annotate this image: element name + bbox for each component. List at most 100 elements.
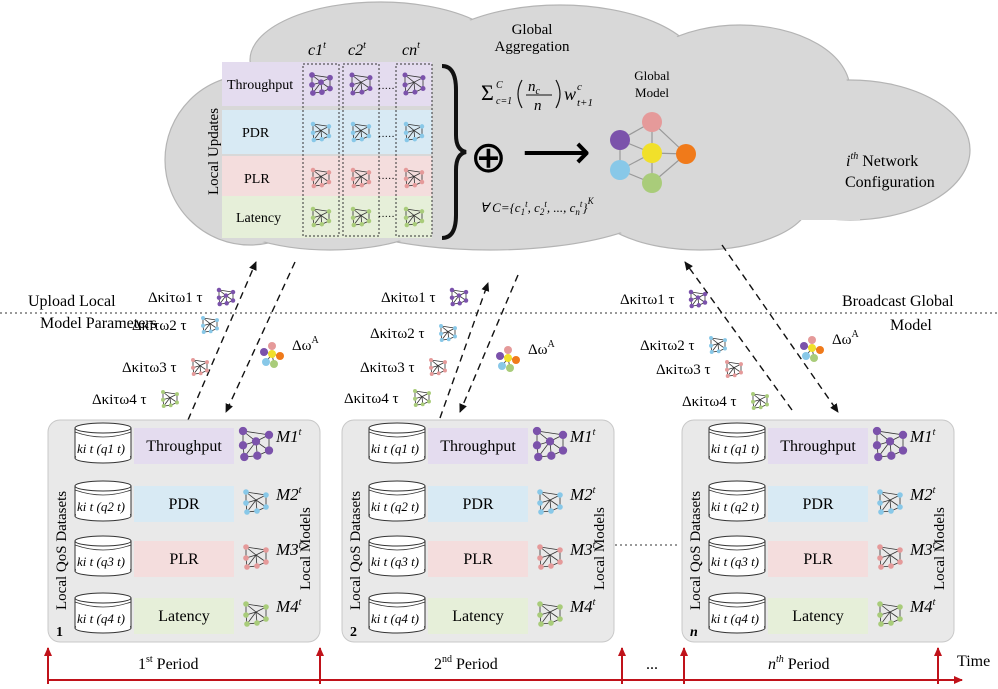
cloud-net-r4-c3-node — [403, 215, 409, 221]
local-model-net-2-node — [557, 504, 563, 510]
formula-w-sub: t+1 — [577, 97, 593, 109]
local-model-net-1-node — [532, 426, 542, 436]
delta-net-3-4-node — [751, 399, 755, 404]
cloud-net-r4-c1-node — [326, 218, 332, 224]
dataset-cylinder-3: ki t (q3 t) — [368, 535, 426, 577]
delta-net-2-4-node — [420, 402, 425, 407]
dataset-cylinder-1: ki t (q1 t) — [708, 422, 766, 464]
cloud-net-r1-c1-node — [309, 82, 315, 88]
time-label: Time — [957, 653, 990, 670]
client-c2-header: c2t — [348, 40, 366, 59]
cloud-net-r4-c2-node — [366, 209, 372, 214]
cloud-net-r4-c1-node — [311, 222, 317, 228]
delta-net-3-1-node — [696, 303, 701, 308]
dataset-cylinder-2: ki t (q2 t) — [708, 480, 766, 522]
local-model-net-2-node — [243, 489, 249, 495]
cloud-net-r3-c2 — [350, 167, 372, 189]
local-model-net-4-node — [537, 612, 543, 618]
delta-net-3-2-node — [723, 338, 727, 343]
cloud-net-r2-c1 — [310, 121, 332, 143]
delta-net-2-1-node — [463, 298, 469, 303]
cloud-ellipsis-1: ····· — [378, 84, 395, 95]
dataset-cylinder-2: ki t (q2 t) — [368, 480, 426, 522]
cloud-net-r2-c2-node — [350, 121, 356, 127]
local-model-net-3-node — [243, 555, 249, 561]
local-model-net-3-node — [244, 564, 250, 570]
local-model-net-4-node — [877, 601, 883, 607]
delta-net-1-4-node — [175, 392, 179, 397]
client-headers: c1t c2t cnt — [308, 40, 420, 59]
cloud-net-r2-c3-node — [403, 130, 409, 136]
delta-net-3-3-node — [732, 373, 737, 378]
model-label-2: M2t — [569, 485, 596, 504]
cloud-net-r2-c3-node — [403, 121, 409, 127]
delta-net-3-2-node — [716, 349, 721, 354]
delta-net-1-3-node — [205, 368, 209, 373]
local-datasets-label: Local QoS Datasets — [54, 491, 70, 610]
global-node-orange — [676, 144, 696, 164]
delta-net-3-1 — [688, 289, 708, 309]
delta-net-2-3-node — [429, 372, 434, 376]
metric-box-4 — [134, 598, 234, 634]
local-model-net-1 — [872, 426, 908, 462]
local-model-net-3-node — [537, 555, 543, 561]
delta-net-2-1-node — [449, 295, 455, 300]
cloud-net-r3-c2-node — [350, 167, 356, 173]
local-model-net-3 — [877, 544, 903, 570]
cloud-net-r2-c2 — [350, 121, 372, 143]
model-label-3: M3t — [275, 540, 302, 559]
metric-label-4: Latency — [792, 608, 844, 625]
local-model-net-4-node — [877, 612, 883, 618]
cloud-net-r4-c3-node — [419, 209, 425, 214]
metric-label-1: Throughput — [146, 438, 222, 455]
upload-arrow-n — [684, 261, 793, 411]
dataset-label-1: ki t (q1 t) — [371, 441, 419, 456]
cloud-net-r4-c3-node — [412, 221, 418, 227]
delta-net-3-3-node — [725, 360, 729, 364]
upload-label-2: Model Parameters — [40, 315, 157, 332]
delta-net-3-1-node — [689, 303, 694, 309]
delta-net-3-2-node — [709, 350, 714, 354]
delta-net-2-3-node — [436, 371, 441, 376]
cloud-net-r2-c2-node — [359, 136, 365, 142]
local-model-net-4-node — [548, 620, 554, 626]
metric-box-2 — [768, 486, 868, 522]
formula-sigma: Σ — [481, 80, 494, 105]
delta-net-2-2-node — [446, 337, 451, 342]
local-model-net-3-node — [254, 563, 260, 569]
global-delta-2: ΔωA — [496, 339, 556, 372]
delta-net-1-1-node — [223, 293, 229, 298]
cloud-net-r1-c2-node — [367, 75, 373, 81]
delta-w2-label-2: Δκiτω2 τ — [370, 326, 425, 342]
cloud-net-r3-c1-node — [311, 183, 317, 189]
global-aggregation-label-2: Aggregation — [495, 39, 570, 55]
delta-net-2-3-node — [429, 365, 433, 370]
local-model-net-3-node — [557, 547, 563, 553]
local-model-net-3-node — [537, 544, 543, 550]
cloud-net-r1-c3-node — [402, 82, 408, 88]
delta-net-1-3-node — [191, 372, 196, 376]
delta-net-2-2-node — [453, 334, 457, 339]
dataset-label-2: ki t (q2 t) — [77, 499, 125, 514]
formula-frac-top: nc — [528, 79, 541, 97]
delta-net-2-1-node — [457, 301, 462, 306]
cloud-ellipsis-4: ····· — [378, 212, 395, 223]
dataset-label-3: ki t (q3 t) — [371, 554, 419, 569]
local-model-net-2-node — [878, 509, 884, 515]
metric-box-2 — [428, 486, 528, 522]
local-datasets-label: Local QoS Datasets — [348, 491, 364, 610]
global-node-blue — [610, 160, 630, 180]
delta-w4-label-3: Δκiτω4 τ — [682, 394, 737, 410]
local-model-net-4-node — [538, 621, 544, 627]
dataset-cylinder-2: ki t (q2 t) — [74, 480, 132, 522]
local-model-net-1-node — [264, 446, 274, 455]
delta-net-2-2-node — [439, 324, 443, 328]
local-model-net-3-node — [263, 559, 269, 565]
cloud-net-r4-c3-node — [404, 222, 410, 228]
broadcast-label-1: Broadcast Global — [842, 293, 954, 310]
delta-net-2-1-node — [456, 293, 462, 298]
local-model-net-1-node — [238, 441, 248, 450]
formula-upper-limit: C — [496, 80, 503, 91]
